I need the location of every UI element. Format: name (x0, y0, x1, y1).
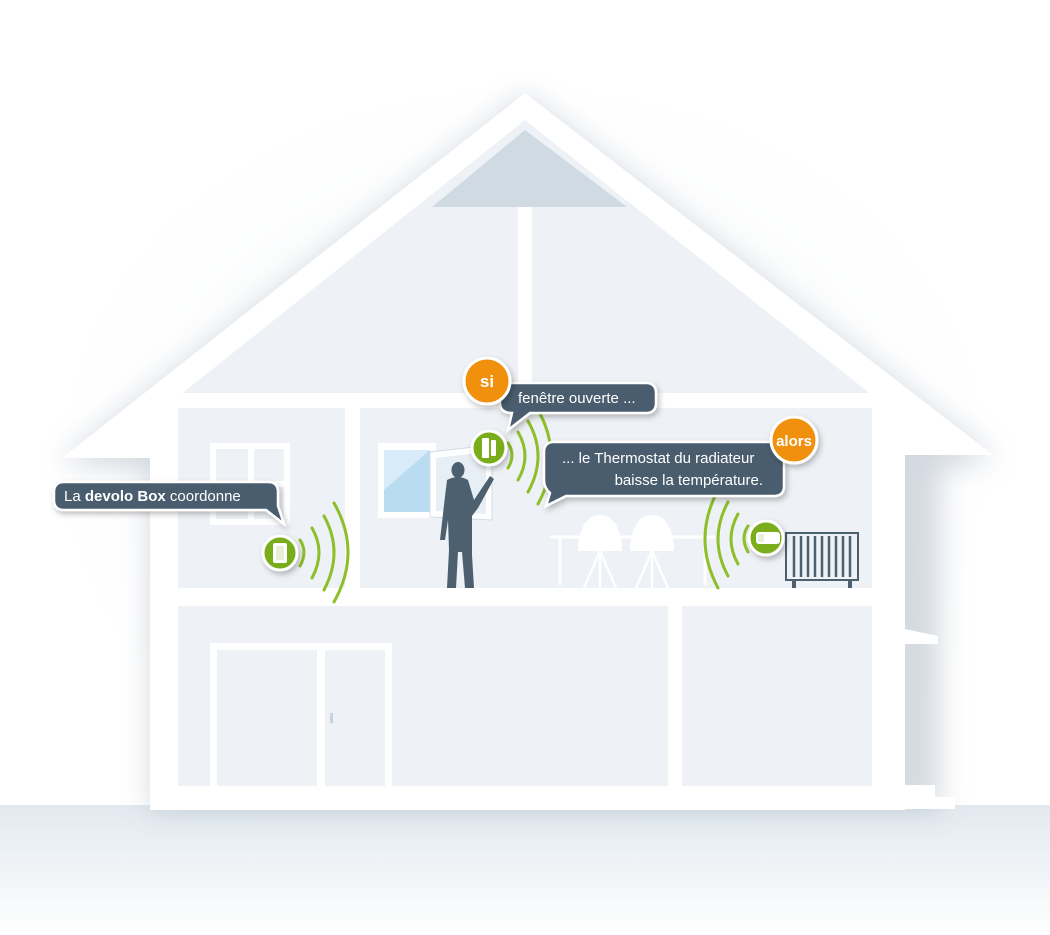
radiator-thermostat-icon (747, 519, 785, 557)
badge-then: alors (769, 415, 819, 465)
attic-beam (518, 207, 532, 395)
radiator (785, 532, 859, 588)
signal-waves-box (298, 501, 350, 604)
patio-door (210, 643, 392, 786)
callout-thermostat-line2: baisse la température. (615, 472, 763, 489)
ledge (900, 628, 938, 644)
room-lower-right (682, 606, 872, 786)
callout-window-open: fenêtre ouverte ... (498, 381, 658, 434)
chairs (578, 515, 674, 551)
callout-devolo-box: La devolo Box coordonne (52, 480, 287, 528)
signal-waves-thermostat (703, 488, 750, 590)
step (905, 785, 935, 797)
chair-legs (582, 550, 670, 589)
callout-thermostat-line1: ... le Thermostat du radiateur (562, 450, 754, 467)
badge-if: si (462, 356, 512, 406)
person-silhouette (440, 462, 494, 588)
badge-then-label: alors (776, 433, 812, 450)
door-window-contact-icon (470, 429, 508, 467)
callout-thermostat: ... le Thermostat du radiateur baisse la… (542, 440, 786, 509)
floor-slab (150, 588, 905, 606)
devolo-box-icon (261, 534, 299, 572)
badge-if-label: si (480, 372, 494, 391)
ground (0, 805, 1050, 935)
callout-devolo-box-text: La devolo Box coordonne (64, 488, 241, 505)
step (905, 797, 955, 809)
attic-peak (432, 130, 627, 207)
callout-window-open-text: fenêtre ouverte ... (518, 390, 636, 407)
